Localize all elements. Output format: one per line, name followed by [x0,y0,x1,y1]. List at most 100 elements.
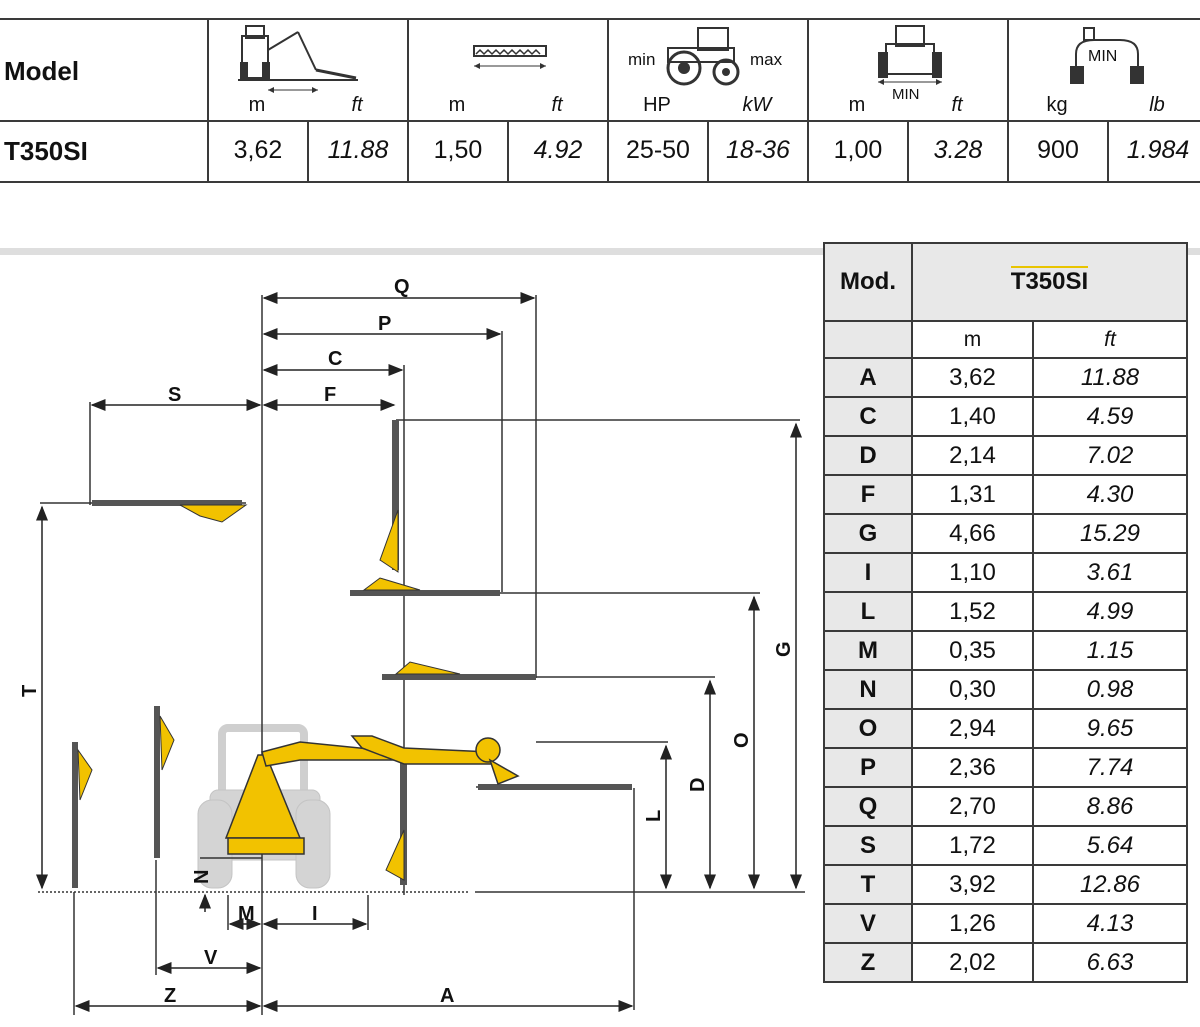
dim-m-cell: 1,31 [911,474,1034,515]
unit-cell: kg [1046,94,1068,116]
unit-cell: m [448,94,466,116]
dim-ft-cell: 1.15 [1031,630,1189,671]
model-column-label: Model [4,56,80,86]
mower-position-low [382,661,715,680]
dim-letter-cell: Z [823,942,913,983]
dimension-g: G [773,422,802,890]
svg-text:L: L [643,810,665,822]
dim-letter-cell: P [823,747,913,788]
svg-text:A: A [440,985,454,1007]
value-cell: 1,50 [433,136,483,164]
svg-text:Q: Q [394,276,410,298]
section-divider [0,248,1200,255]
spec-mid-border [0,120,1200,122]
header-mod: Mod. [823,242,913,322]
dim-m-cell: 2,94 [911,708,1034,749]
unit-m: m [911,320,1034,359]
unit-row-blank [823,320,913,359]
dim-letter-cell: I [823,552,913,593]
dimension-d: D [687,679,716,890]
value-cell: 1,00 [833,136,883,164]
dim-ft-cell: 11.88 [1031,357,1189,398]
dim-ft-cell: 15.29 [1031,513,1189,554]
dimension-s: S [89,384,262,505]
value-cell: 3.28 [933,136,983,164]
svg-text:D: D [687,778,709,792]
dim-m-cell: 0,30 [911,669,1034,710]
svg-text:M: M [238,903,255,925]
dim-ft-cell: 6.63 [1031,942,1189,983]
power-max-label: max [750,50,783,69]
cutting-width-icon [473,45,547,69]
dimension-c: C [262,348,404,376]
tractor-power-icon [666,27,740,86]
svg-text:F: F [324,384,336,406]
unit-cell: m [248,94,266,116]
dim-letter-cell: F [823,474,913,515]
svg-text:N: N [191,870,213,884]
dim-ft-cell: 7.74 [1031,747,1189,788]
dimension-p: P [262,313,503,592]
mower-position-vertical-top [379,419,800,573]
dim-letter-cell: T [823,864,913,905]
dim-letter-cell: O [823,708,913,749]
dim-ft-cell: 4.30 [1031,474,1189,515]
unit-cell: ft [351,94,363,116]
dimension-n: N [191,857,262,912]
mower-position-right [476,784,635,1010]
dim-m-cell: 1,10 [911,552,1034,593]
power-min-label: min [628,50,656,69]
svg-text:O: O [731,732,753,748]
dim-letter-cell: L [823,591,913,632]
unit-ft: ft [1031,320,1189,359]
unit-cell: lb [1149,94,1165,116]
dimension-t: T [19,505,48,890]
value-cell: 900 [1037,136,1079,164]
dim-m-cell: 2,14 [911,435,1034,476]
value-cell: 4.92 [533,136,583,164]
value-cell: 18-36 [726,136,790,164]
mower-position-vertical-left-2 [154,706,175,858]
width-min-label: MIN [892,86,920,103]
dim-ft-cell: 4.13 [1031,903,1189,944]
svg-text:Z: Z [164,985,176,1007]
dim-m-cell: 1,40 [911,396,1034,437]
dim-letter-cell: M [823,630,913,671]
value-cell: 1.984 [1126,136,1190,164]
dim-ft-cell: 9.65 [1031,708,1189,749]
svg-text:P: P [378,313,391,335]
unit-cell: ft [551,94,563,116]
reach-icon [238,25,358,93]
svg-text:V: V [204,947,218,969]
dim-letter-cell: G [823,513,913,554]
dim-letter-cell: V [823,903,913,944]
dimension-f: F [262,384,396,411]
dim-m-cell: 0,35 [911,630,1034,671]
dim-m-cell: 1,26 [911,903,1034,944]
weight-min-label: MIN [1088,48,1118,65]
dimension-o: O [731,595,760,890]
header-model: T350SI [911,242,1188,322]
tractor-width-icon [878,25,942,85]
dim-ft-cell: 5.64 [1031,825,1189,866]
value-cell: 25-50 [626,136,690,164]
dimension-m: M [227,895,262,930]
mower-arm [224,735,520,855]
dimension-i: I [262,895,369,930]
dim-ft-cell: 3.61 [1031,552,1189,593]
svg-text:G: G [773,641,795,657]
dimension-v: V [155,860,262,975]
dim-m-cell: 3,92 [911,864,1034,905]
